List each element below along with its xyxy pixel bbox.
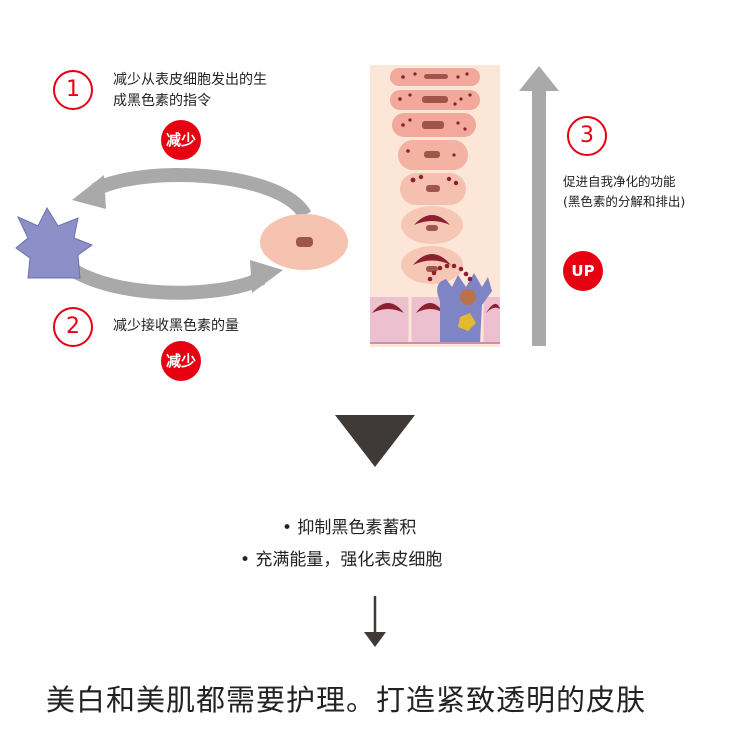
- cycle-diagram: [15, 168, 348, 300]
- small-down-arrow: [364, 596, 386, 647]
- step-3-number: 3: [567, 116, 607, 156]
- step-2-text: 减少接收黑色素的量: [113, 318, 239, 334]
- step-2-decrease-badge: 减少: [161, 341, 201, 381]
- epidermal-cell-nucleus: [296, 237, 313, 247]
- bottom-title: 美白和美肌都需要护理。打造紧致透明的皮肤: [46, 683, 647, 717]
- step-2-number: 2: [53, 307, 93, 347]
- cell-7: [401, 246, 463, 284]
- step-1-text: 减少从表皮细胞发出的生 成黑色素的指令: [113, 70, 348, 112]
- step-3-text-line2: (黑色素的分解和排出): [563, 194, 686, 209]
- step-3-text-line1: 促进自我净化的功能: [563, 174, 676, 189]
- lower-cycle-arrow: [55, 254, 266, 300]
- lower-arrowhead: [250, 260, 283, 293]
- skin-melanocyte: [437, 273, 492, 343]
- skin-layers-illustration: [370, 65, 500, 347]
- step-1-decrease-badge: 减少: [161, 120, 201, 160]
- result-line-2: • 充满能量，强化表皮细胞: [240, 550, 443, 570]
- step-3-up-badge: UP: [563, 251, 603, 291]
- upper-arrowhead: [72, 175, 106, 209]
- step-1-text-line1: 减少从表皮细胞发出的生: [113, 72, 267, 88]
- melanocyte-cell: [15, 206, 94, 279]
- step-1-number: 1: [53, 70, 93, 110]
- upper-cycle-arrow: [91, 168, 312, 220]
- up-arrow: [519, 66, 559, 346]
- down-triangle: [335, 415, 415, 467]
- result-line-1: • 抑制黑色素蓄积: [282, 518, 417, 538]
- step-3-text: 促进自我净化的功能 (黑色素的分解和排出): [563, 172, 748, 212]
- step-1-text-line2: 成黑色素的指令: [113, 93, 211, 109]
